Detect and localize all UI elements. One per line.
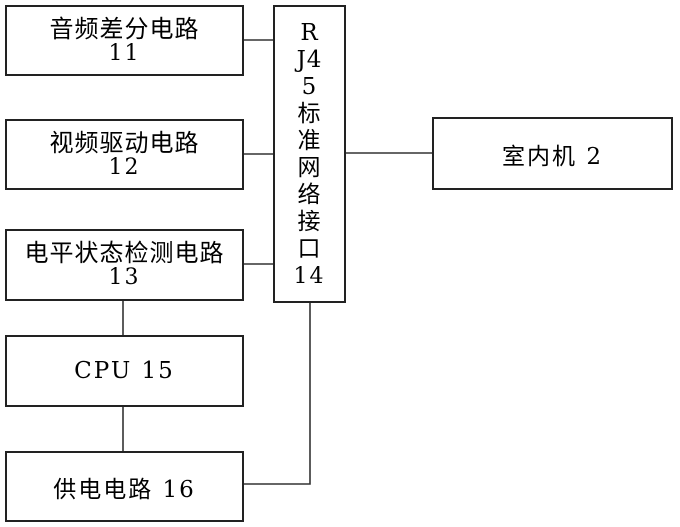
audio-block-number: 11: [109, 42, 141, 66]
video-block-number: 12: [109, 156, 141, 180]
audio-block-label: 音频差分电路: [50, 16, 200, 42]
power-block-label: 供电电路 16: [53, 470, 196, 504]
level-state-detection-block: 电平状态检测电路 13: [5, 229, 244, 301]
indoor-unit-block: 室内机 2: [432, 117, 673, 190]
video-driver-circuit-block: 视频驱动电路 12: [5, 119, 244, 190]
cpu-block: CPU 15: [5, 335, 244, 407]
rj45-block-label: RJ45标准网络接口: [296, 20, 324, 263]
power-supply-circuit-block: 供电电路 16: [5, 451, 244, 522]
rj45-to-power-line: [243, 302, 310, 484]
level-block-label: 电平状态检测电路: [25, 240, 225, 266]
level-block-number: 13: [109, 266, 141, 290]
audio-differential-circuit-block: 音频差分电路 11: [5, 5, 244, 76]
rj45-network-interface-block: RJ45标准网络接口 14: [273, 5, 346, 303]
cpu-block-label: CPU 15: [74, 358, 175, 384]
rj45-block-number: 14: [294, 265, 326, 289]
video-block-label: 视频驱动电路: [50, 130, 200, 156]
indoor-block-label: 室内机 2: [502, 137, 603, 171]
